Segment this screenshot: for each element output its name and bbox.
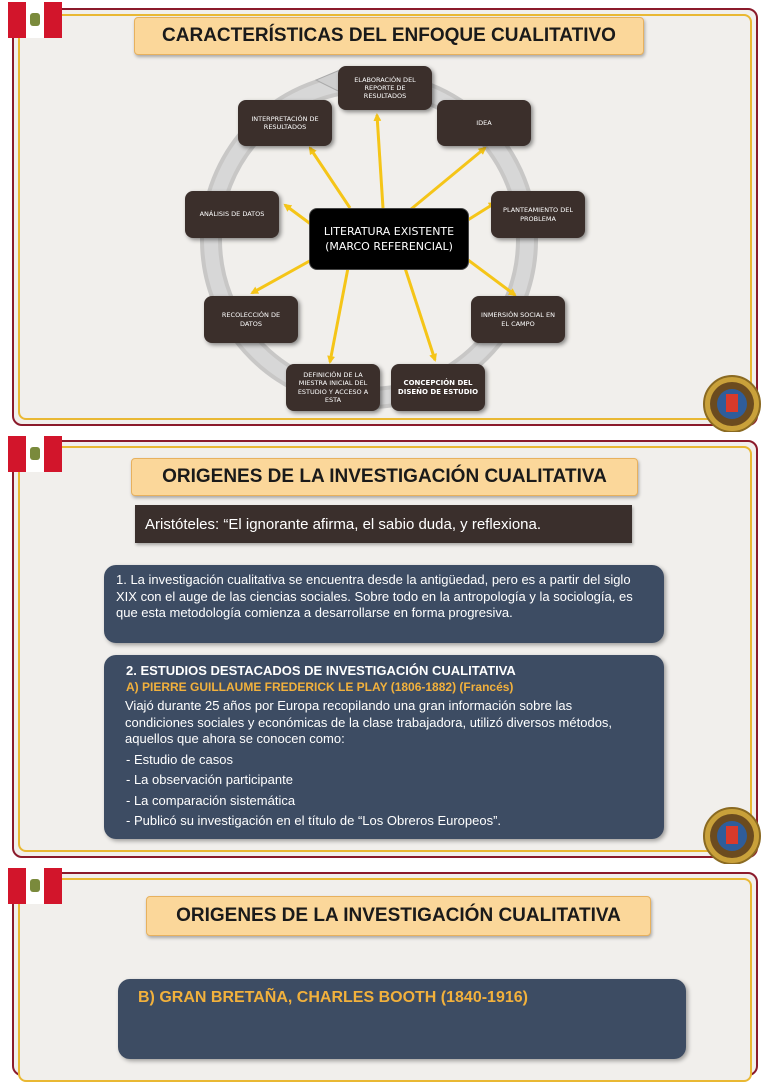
node-planteamiento: PLANTEAMIENTO DEL PROBLEMA xyxy=(491,191,585,238)
center-node-literatura: LITERATURA EXISTENTE (MARCO REFERENCIAL) xyxy=(309,208,469,270)
node-definicion: DEFINICIÓN DE LA MIESTRA INICIAL DEL EST… xyxy=(286,364,380,411)
slide-3: ORIGENES DE LA INVESTIGACIÓN CUALITATIVA… xyxy=(0,864,768,1082)
studies-box: 2. ESTUDIOS DESTACADOS DE INVESTIGACIÓN … xyxy=(104,655,664,839)
node-elaboracion: ELABORACIÓN DEL REPORTE DE RESULTADOS xyxy=(338,66,432,110)
node-recoleccion: RECOLECCIÓN DE DATOS xyxy=(204,296,298,343)
node-interpretacion: INTERPRETACIÓN DE RESULTADOS xyxy=(238,100,332,146)
peru-flag-icon xyxy=(8,2,62,38)
studies-subheading: A) PIERRE GUILLAUME FREDERICK LE PLAY (1… xyxy=(126,680,514,694)
page-title: ORIGENES DE LA INVESTIGACIÓN CUALITATIVA xyxy=(131,458,638,496)
page-title: CARACTERÍSTICAS DEL ENFOQUE CUALITATIVO xyxy=(134,17,644,55)
node-inmersion: INMERSIÓN SOCIAL EN EL CAMPO xyxy=(471,296,565,343)
university-seal-icon xyxy=(703,375,761,433)
studies-heading: 2. ESTUDIOS DESTACADOS DE INVESTIGACIÓN … xyxy=(126,663,516,678)
booth-box: B) GRAN BRETAÑA, CHARLES BOOTH (1840-191… xyxy=(118,979,686,1059)
node-concepcion: CONCEPCIÓN DEL DISEÑO DE ESTUDIO xyxy=(391,364,485,411)
intro-paragraph: 1. La investigación cualitativa se encue… xyxy=(104,565,664,643)
peru-flag-icon xyxy=(8,436,62,472)
center-line-1: LITERATURA EXISTENTE xyxy=(323,224,455,238)
center-line-2: (MARCO REFERENCIAL) xyxy=(325,240,453,253)
list-item: - La comparación sistemática xyxy=(126,792,296,808)
university-seal-icon xyxy=(703,807,761,865)
list-item: - La observación participante xyxy=(126,772,293,787)
list-item: - Publicó su investigación en el título … xyxy=(126,813,502,828)
node-idea: IDEA xyxy=(437,100,531,146)
node-analisis: ANÁLISIS DE DATOS xyxy=(185,191,279,238)
studies-body: Viajó durante 25 años por Europa recopil… xyxy=(125,698,613,746)
page-title: ORIGENES DE LA INVESTIGACIÓN CUALITATIVA xyxy=(146,896,651,936)
slide-1: CARACTERÍSTICAS DEL ENFOQUE CUALITATIVO … xyxy=(0,0,768,433)
slide-2: ORIGENES DE LA INVESTIGACIÓN CUALITATIVA… xyxy=(0,432,768,865)
list-item: - Estudio de casos xyxy=(126,751,233,767)
booth-heading: B) GRAN BRETAÑA, CHARLES BOOTH (1840-191… xyxy=(138,989,528,1006)
peru-flag-icon xyxy=(8,868,62,904)
quote-box: Aristóteles: “El ignorante afirma, el sa… xyxy=(135,505,632,543)
